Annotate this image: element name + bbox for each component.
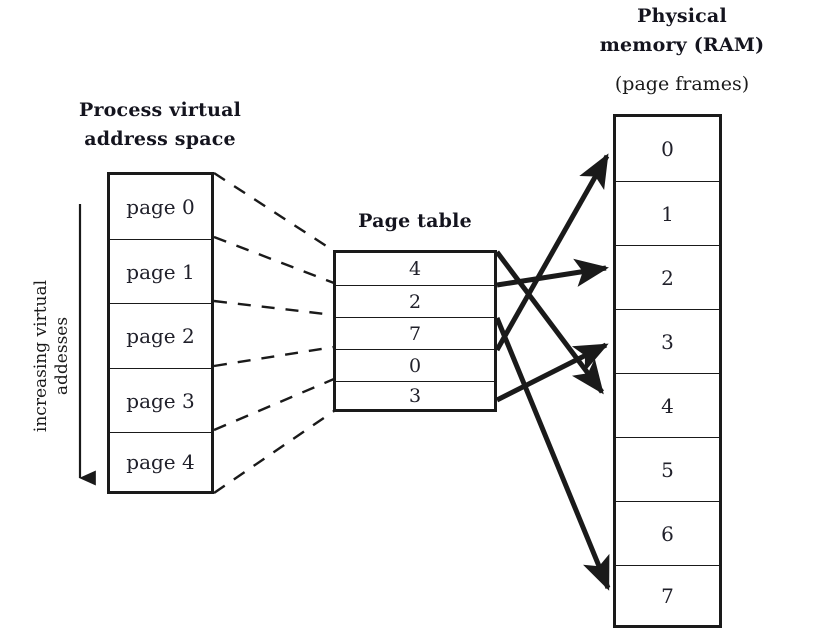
virtual-address-space-title: Process virtual address space (78, 99, 242, 150)
vas-page-row: page 4 (110, 432, 211, 491)
memory-frame-row: 7 (616, 565, 719, 625)
mapping-arrow-entry3-frame0 (494, 153, 610, 352)
dashed-connector (213, 345, 335, 368)
memory-frame-row: 2 (616, 245, 719, 309)
physical-memory-title: Physical memory (RAM) (599, 5, 765, 56)
page-table-entry: 4 (408, 258, 422, 280)
virtual-address-space-box: page 0 page 1 page 2 page 3 page 4 (107, 172, 214, 494)
mapping-arrow-entry2-frame7 (494, 317, 611, 591)
vas-page-row: page 0 (126, 195, 195, 219)
page-table-entry: 0 (336, 349, 494, 381)
dashed-connector (213, 410, 335, 494)
memory-frame-row: 1 (616, 181, 719, 245)
physical-memory-box: 0 1 2 3 4 5 6 7 (613, 114, 722, 628)
page-table-title: Page table (358, 210, 472, 232)
memory-frame-row: 5 (616, 437, 719, 501)
vas-page-row: page 2 (110, 303, 211, 368)
page-table-entry: 2 (336, 285, 494, 317)
vas-page-row: page 3 (110, 368, 211, 432)
memory-frame-row: 4 (616, 373, 719, 437)
page-table-entry: 7 (336, 317, 494, 349)
dashed-connector (213, 235, 335, 285)
memory-frame-row: 3 (616, 309, 719, 373)
vas-page-row: page 1 (110, 239, 211, 303)
dashed-connector (213, 377, 335, 432)
page-table-box: 4 2 7 0 3 (333, 250, 497, 412)
mapping-arrow-entry1-frame2 (496, 258, 609, 288)
mapping-arrow-entry4-frame3 (495, 342, 609, 403)
page-frames-subtitle: (page frames) (614, 73, 750, 95)
memory-frame-row: 6 (616, 501, 719, 565)
dashed-connector (213, 299, 335, 317)
page-table-entry: 3 (336, 381, 494, 409)
memory-frame-row: 0 (661, 137, 674, 161)
increasing-addresses-label: increasing virtual addesses (31, 279, 72, 433)
mapping-arrow-entry0-frame4 (495, 250, 604, 395)
